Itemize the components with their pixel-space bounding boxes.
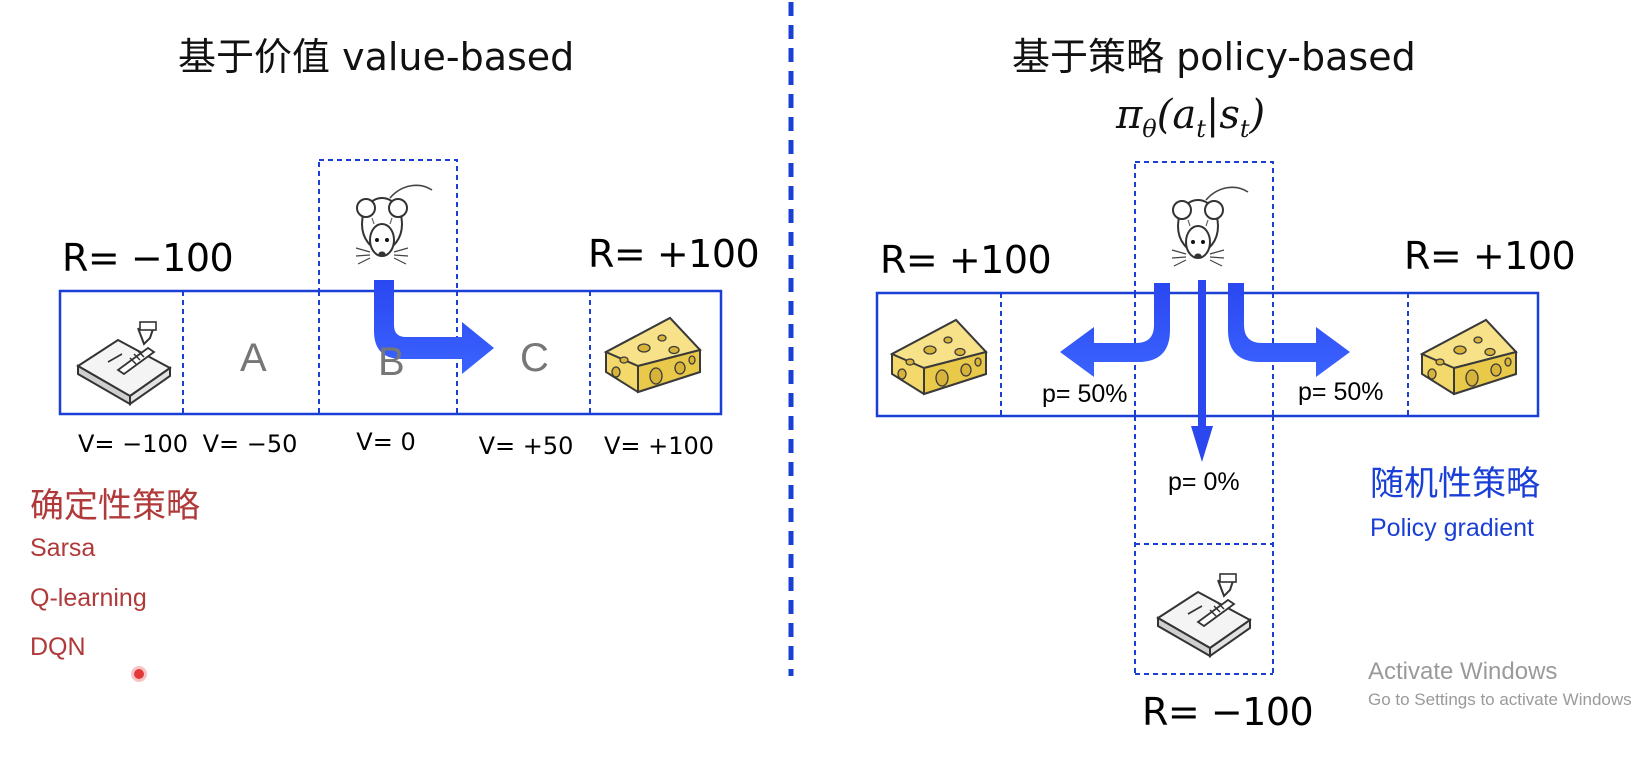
algorithm-item: Sarsa [30,534,96,562]
cell-label-a: A [240,336,267,380]
prob-right: p= 50% [1298,378,1384,406]
stochastic-policy-title: 随机性策略 [1370,464,1540,504]
mousetrap-icon [77,321,171,405]
right-title: 基于策略 policy-based [1012,35,1416,79]
arrow-icon [1228,283,1350,377]
left-title: 基于价值 value-based [178,35,575,79]
value-label: V= 0 [356,428,416,456]
right-reward-left: R= +100 [880,238,1052,282]
cell-label-c: C [520,336,549,380]
right-reward-right: R= +100 [1404,234,1576,278]
right-reward-bottom: R= −100 [1142,690,1314,734]
deterministic-policy-title: 确定性策略 [30,486,200,526]
prob-left: p= 50% [1042,380,1128,408]
mouse-icon [1171,186,1249,267]
algorithm-item: DQN [30,633,86,661]
stochastic-policy-subtitle: Policy gradient [1370,514,1534,542]
prob-down: p= 0% [1168,468,1240,496]
algorithm-item: Q-learning [30,584,147,612]
policy-formula: πθ(at|st) [1116,92,1266,143]
value-label: V= −100 [78,430,189,458]
value-label: V= +50 [478,432,574,460]
arrow-icon [1191,426,1213,462]
arrow-icon [1198,280,1206,428]
mouse-icon [355,184,433,265]
arrow-icon [374,280,494,374]
watermark-title: Activate Windows [1368,658,1558,685]
value-label: V= +100 [604,432,715,460]
value-label: V= −50 [202,430,298,458]
cell-label-b: B [378,340,405,384]
left-reward-right: R= +100 [588,232,760,276]
cheese-icon [1421,319,1517,395]
left-reward-left: R= −100 [62,236,234,280]
cheese-icon [891,319,987,395]
watermark-subtitle: Go to Settings to activate Windows. [1368,690,1631,709]
cheese-icon [605,317,701,393]
mousetrap-icon [1157,573,1251,657]
cursor-dot [134,669,144,679]
arrow-icon [1060,283,1170,377]
